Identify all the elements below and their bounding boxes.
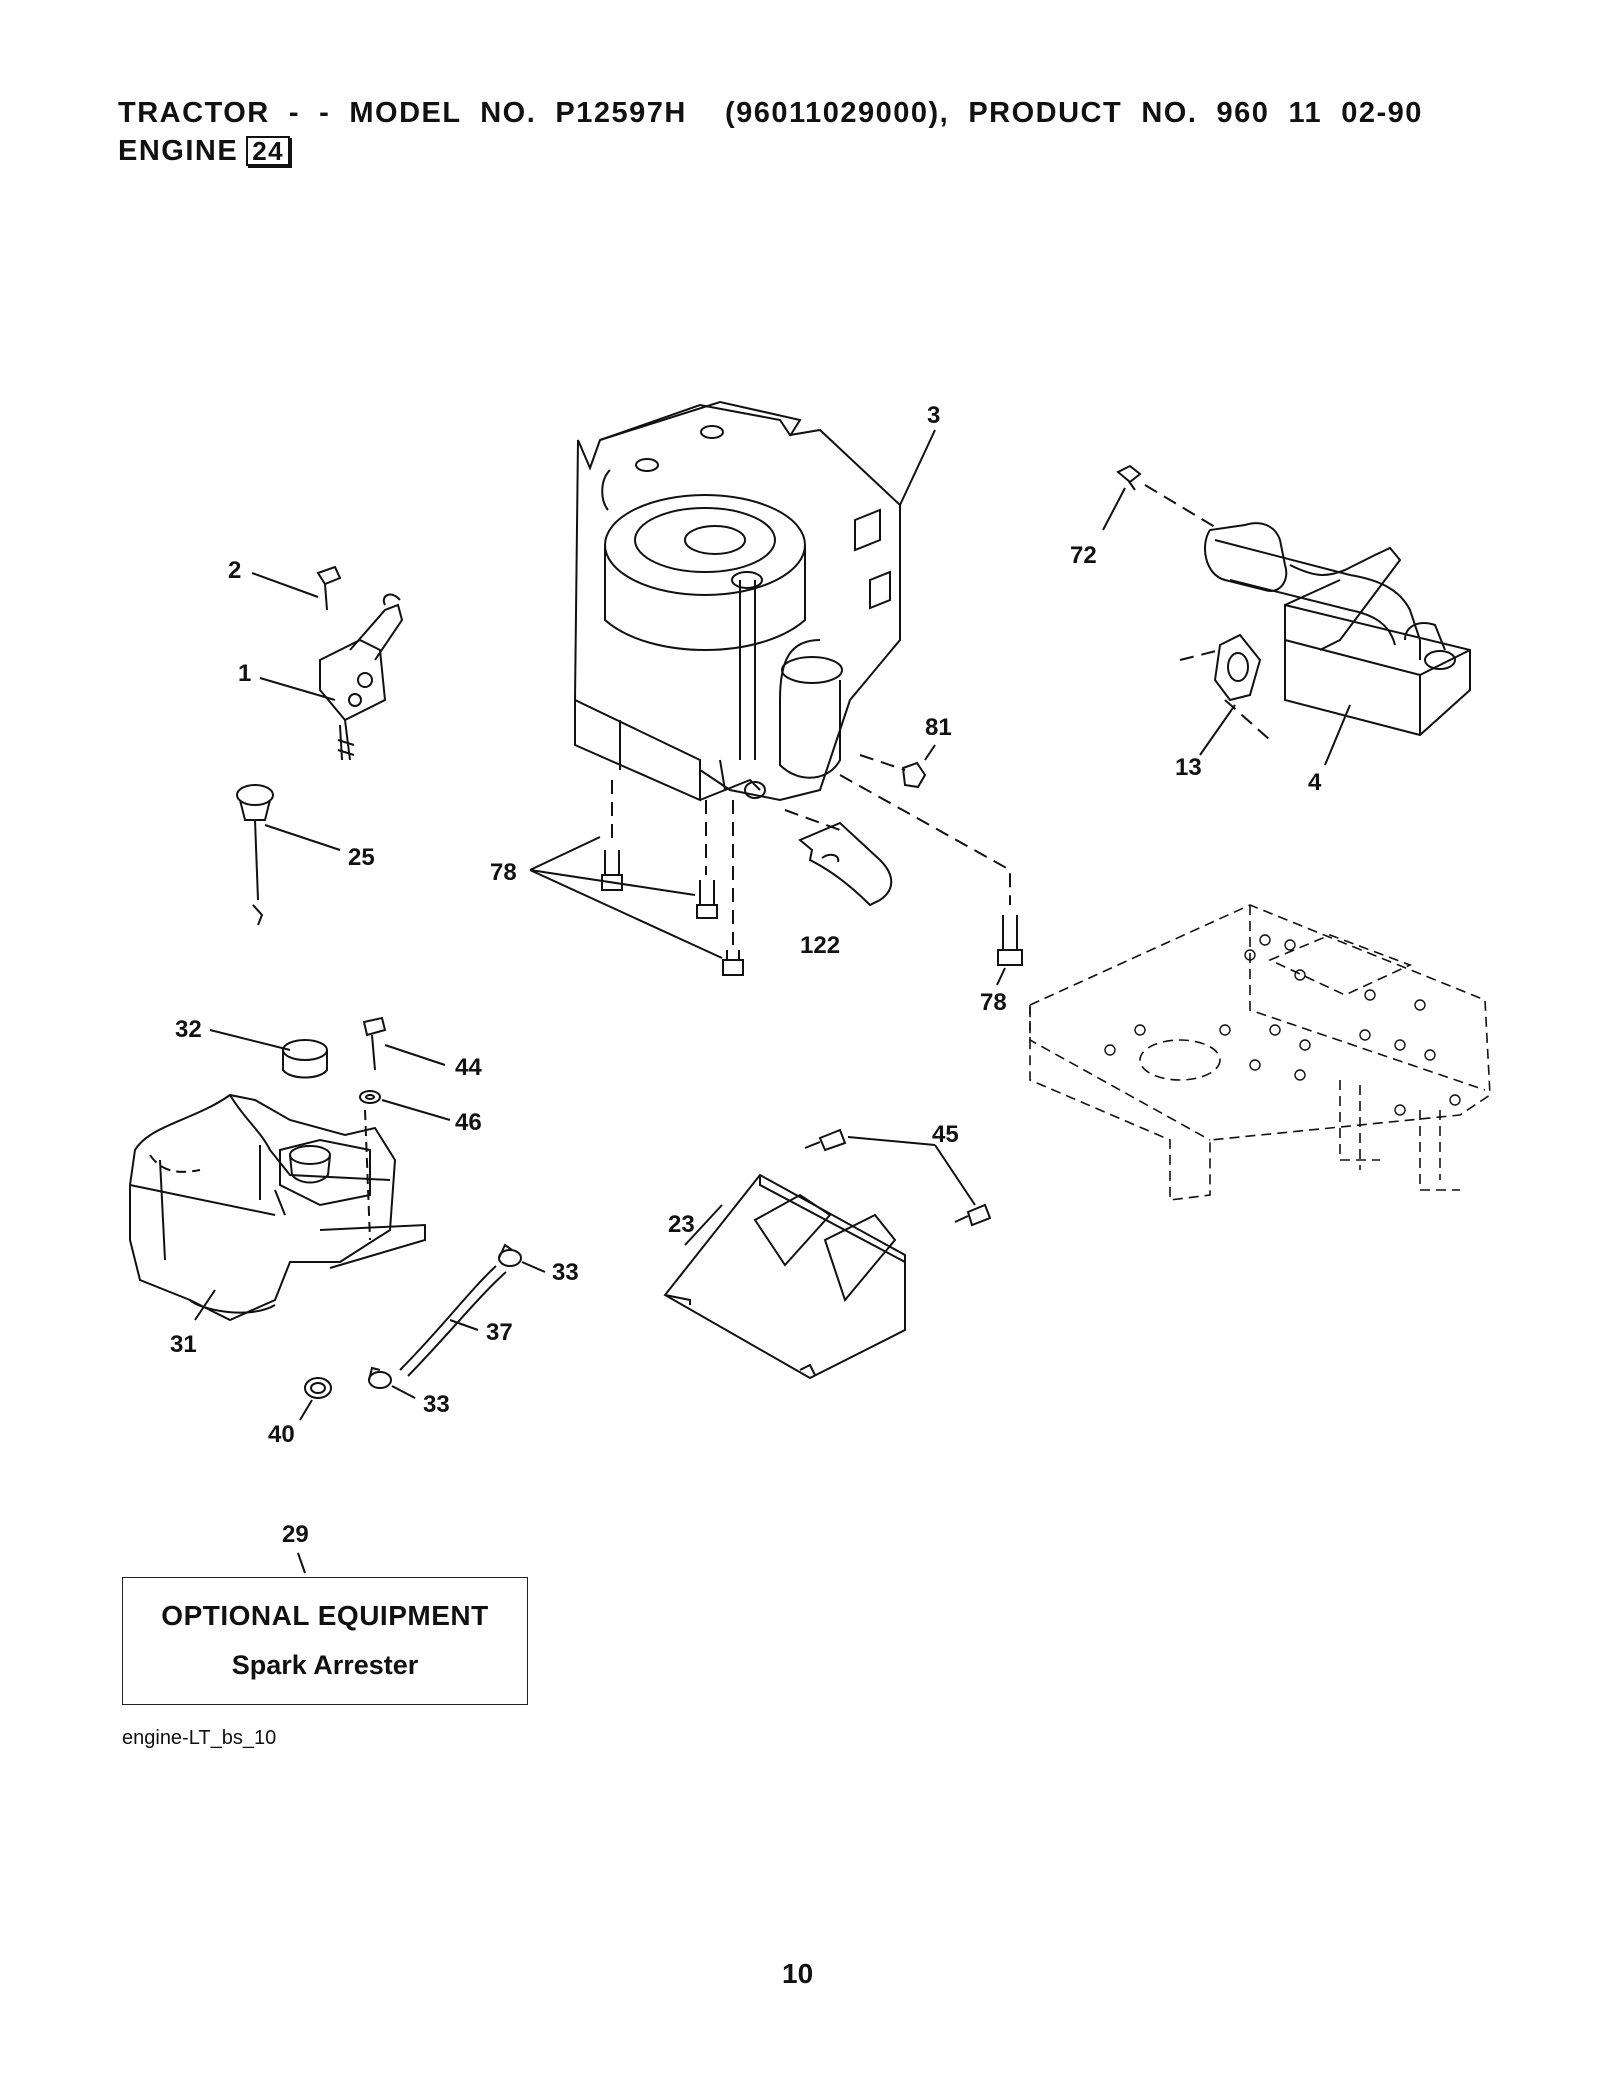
heat-shield-23: [663, 1173, 906, 1380]
callout-25: 25: [348, 844, 375, 871]
ring-40: [304, 1377, 332, 1399]
leader-81: [924, 744, 936, 761]
leader-32: [209, 1029, 291, 1051]
callout-81: 81: [925, 714, 952, 741]
fuel-cap-32: [282, 1039, 328, 1079]
leader-40: [299, 1399, 313, 1421]
leader-72: [1102, 487, 1126, 531]
optional-equipment-title: OPTIONAL EQUIPMENT: [161, 1600, 489, 1631]
screws-45: [804, 1128, 992, 1227]
callout-23: 23: [668, 1211, 695, 1238]
header-line-1: TRACTOR - - MODEL NO. P12597H (960110290…: [118, 97, 1423, 129]
page-number: 10: [782, 1958, 814, 1989]
callout-32: 32: [175, 1016, 202, 1043]
chassis-holes: [1104, 934, 1461, 1116]
callout-29: 29: [282, 1521, 309, 1548]
nut-81: [901, 761, 927, 789]
callout-1: 1: [238, 660, 251, 687]
screw-2: [316, 565, 342, 611]
section-label: ENGINE: [118, 135, 239, 167]
leader-45: [847, 1136, 976, 1206]
callout-44: 44: [455, 1054, 482, 1081]
section-number-box: 24: [246, 136, 291, 166]
leader-46: [381, 1099, 451, 1121]
clamp-33b: [368, 1366, 392, 1389]
leader-44: [384, 1044, 446, 1066]
callout-37: 37: [486, 1319, 513, 1346]
callout-122: 122: [800, 932, 840, 959]
figure-id: engine-LT_bs_10: [122, 1727, 277, 1749]
leader-29: [297, 1552, 306, 1574]
leader-31: [194, 1289, 216, 1321]
clamp-33a: [498, 1243, 522, 1267]
callout-33b: 33: [423, 1391, 450, 1418]
engine-dashed-leaders: [611, 754, 1011, 945]
screw-44: [362, 1016, 387, 1071]
optional-equipment-box: OPTIONAL EQUIPMENT Spark Arrester: [122, 1577, 528, 1705]
fuel-line-37: [399, 1265, 507, 1377]
callout-45: 45: [932, 1121, 959, 1148]
leader-13: [1199, 704, 1236, 756]
callout-40: 40: [268, 1421, 295, 1448]
callout-33a: 33: [552, 1259, 579, 1286]
muffler-4: [1204, 522, 1471, 737]
choke-cable-25: [236, 784, 274, 926]
shield-122: [784, 809, 893, 907]
dashed-72: [1144, 484, 1221, 531]
page-header: TRACTOR - - MODEL NO. P12597H (960110290…: [118, 94, 1423, 170]
leader-78a: [529, 836, 723, 959]
chassis-frame: [1029, 904, 1491, 1201]
bolt-72: [1116, 464, 1142, 491]
leader-23: [684, 1204, 723, 1246]
callout-31: 31: [170, 1331, 197, 1358]
gasket-13: [1179, 633, 1271, 741]
leader-78b: [996, 967, 1006, 986]
engine-part: [573, 400, 901, 802]
leader-33b: [391, 1385, 416, 1399]
callout-46: 46: [455, 1109, 482, 1136]
leader-2: [251, 572, 319, 598]
washer-46: [359, 1090, 381, 1104]
callout-13: 13: [1175, 754, 1202, 781]
leader-25: [264, 824, 341, 851]
fuel-tank-31: [129, 1093, 426, 1322]
bolts-78: [601, 850, 1023, 976]
callout-72: 72: [1070, 542, 1097, 569]
throttle-control-1: [319, 593, 404, 761]
callout-4: 4: [1308, 769, 1322, 796]
callout-78b: 78: [980, 989, 1007, 1016]
callout-3: 3: [927, 402, 940, 429]
leader-37: [449, 1319, 479, 1331]
optional-equipment-subtitle: Spark Arrester: [231, 1650, 419, 1680]
callout-2: 2: [228, 557, 241, 584]
leader-1: [259, 677, 336, 701]
leader-33a: [521, 1261, 546, 1273]
leader-4: [1324, 704, 1351, 766]
leader-3: [899, 429, 936, 506]
callout-78a: 78: [490, 859, 517, 886]
